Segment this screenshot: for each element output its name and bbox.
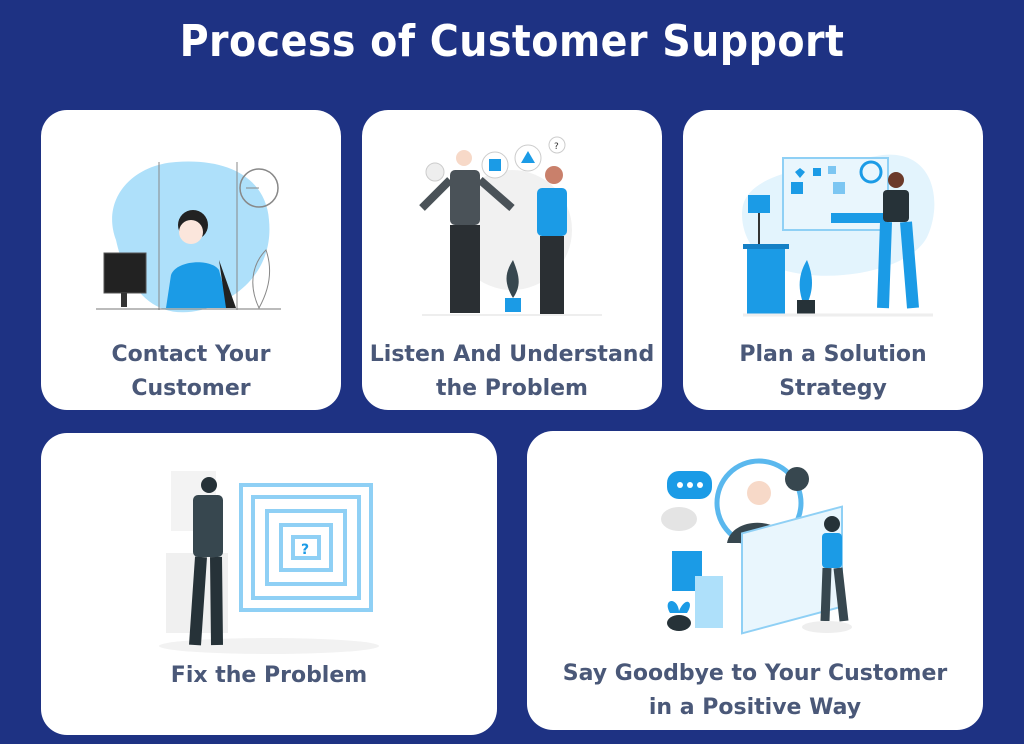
page-title: Process of Customer Support [179, 16, 845, 67]
call-center-agent-icon [96, 161, 281, 313]
planning-board-icon [742, 154, 935, 317]
step-label: Fix the Problem [170, 663, 368, 688]
step-card-listen-understand: ? Listen And Understand the Problem [362, 110, 662, 410]
svg-text:?: ? [301, 542, 309, 558]
svg-text:?: ? [554, 142, 559, 152]
conversation-icon: ? [419, 136, 602, 316]
step-label: Listen And Understand the Problem [369, 342, 655, 401]
step-card-plan-solution: Plan a Solution Strategy [683, 110, 983, 410]
online-support-icon [661, 458, 852, 635]
step-label: Say Goodbye to Your Customer in a Positi… [562, 661, 948, 720]
step-label: Plan a Solution Strategy [739, 342, 927, 401]
step-card-fix-problem: ? Fix the Problem [41, 433, 497, 735]
step-card-contact-customer: Contact Your Customer [41, 110, 341, 410]
step-card-say-goodbye: Say Goodbye to Your Customer in a Positi… [527, 431, 983, 730]
maze-icon: ? [159, 471, 379, 654]
step-label: Contact Your Customer [111, 342, 271, 401]
